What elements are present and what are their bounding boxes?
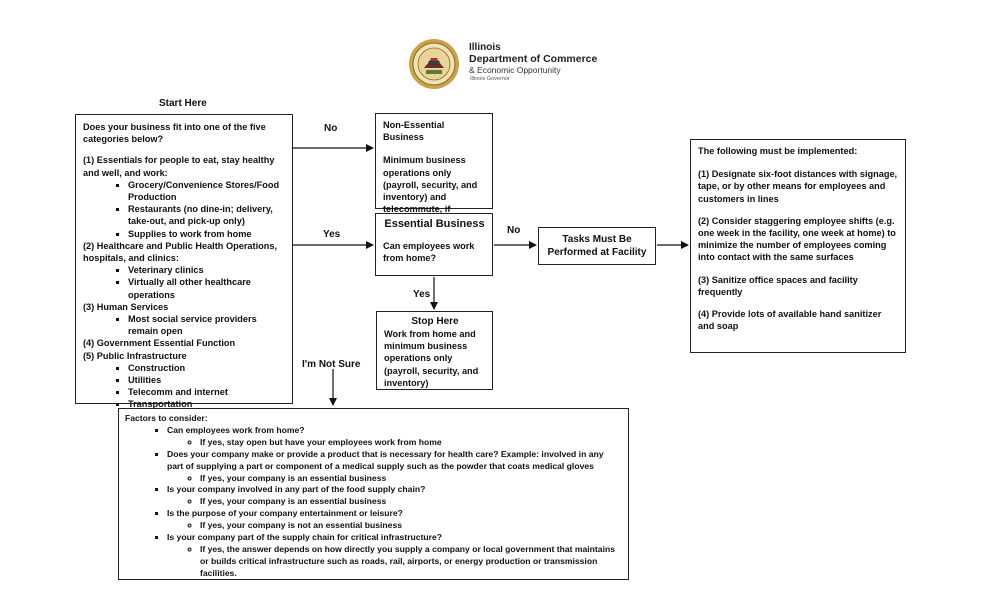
implemented-item-3: (3) Sanitize office spaces and facility … — [698, 274, 858, 297]
factor-question: Is your company part of the supply chain… — [167, 532, 622, 544]
factor-question: Does your company make or provide a prod… — [167, 449, 622, 473]
logo-line-3: & Economic Opportunity — [469, 65, 561, 75]
section-3-list: Most social service providers remain ope… — [83, 313, 286, 337]
factors-list: Is your company part of the supply chain… — [125, 532, 622, 544]
tasks-box: Tasks Must Be Performed at Facility — [538, 227, 656, 265]
section-2-list: Veterinary clinics Virtually all other h… — [83, 264, 286, 301]
categories-question: Does your business fit into one of the f… — [83, 122, 266, 145]
factor-answer: If yes, your company is not an essential… — [200, 520, 622, 532]
non-essential-title: Non-Essential Business — [383, 120, 445, 143]
edge-label-yes-mid: Yes — [323, 229, 341, 240]
list-item: Grocery/Convenience Stores/Food Producti… — [128, 179, 286, 203]
essential-box: Essential Business Can employees work fr… — [375, 213, 493, 276]
section-3-title: (3) Human Services — [83, 301, 169, 312]
factors-list: Does your company make or provide a prod… — [125, 449, 622, 473]
categories-box: Does your business fit into one of the f… — [75, 114, 293, 409]
factors-title: Factors to consider: — [125, 413, 208, 423]
illinois-logo: Illinois Department of Commerce & Econom… — [408, 38, 608, 90]
implemented-box: The following must be implemented: (1) D… — [690, 139, 906, 353]
list-item: Construction — [128, 362, 286, 374]
implemented-item-4: (4) Provide lots of available hand sanit… — [698, 309, 882, 332]
logo-line-2: Department of Commerce — [469, 53, 598, 65]
non-essential-box: Non-Essential Business Minimum business … — [375, 113, 493, 226]
list-item: Restaurants (no dine-in; delivery, take-… — [128, 203, 286, 227]
factor-answer: If yes, the answer depends on how direct… — [200, 544, 622, 580]
section-5-list: Construction Utilities Telecomm and inte… — [83, 362, 286, 411]
list-item: Most social service providers remain ope… — [128, 313, 286, 337]
factor-answer-list: If yes, your company is an essential bus… — [125, 473, 622, 485]
essential-body: Can employees work from home? — [383, 241, 475, 264]
implemented-item-2: (2) Consider staggering employee shifts … — [698, 215, 896, 263]
factors-list: Can employees work from home? — [125, 425, 622, 437]
list-item: Supplies to work from home — [128, 228, 286, 240]
factor-answer: If yes, your company is an essential bus… — [200, 496, 622, 508]
essential-title: Essential Business — [384, 218, 485, 230]
stop-here-box: Stop Here Work from home and minimum bus… — [376, 311, 493, 390]
logo-line-1: Illinois — [469, 42, 501, 53]
factors-list: Is the purpose of your company entertain… — [125, 508, 622, 520]
stop-here-body: Work from home and minimum business oper… — [384, 329, 479, 388]
factor-answer-list: If yes, stay open but have your employee… — [125, 437, 622, 449]
factors-list: Is your company involved in any part of … — [125, 484, 622, 496]
factor-answer-list: If yes, your company is an essential bus… — [125, 496, 622, 508]
factor-answer-list: If yes, the answer depends on how direct… — [125, 544, 622, 580]
factors-box: Factors to consider: Can employees work … — [118, 408, 629, 580]
section-1-title: (1) Essentials for people to eat, stay h… — [83, 155, 275, 178]
list-item: Virtually all other healthcare operation… — [128, 276, 286, 300]
factor-question: Is your company involved in any part of … — [167, 484, 622, 496]
section-1-list: Grocery/Convenience Stores/Food Producti… — [83, 179, 286, 240]
start-here-label: Start Here — [159, 98, 207, 109]
factor-answer: If yes, stay open but have your employee… — [200, 437, 622, 449]
implemented-item-1: (1) Designate six-foot distances with si… — [698, 169, 898, 204]
factor-question: Is the purpose of your company entertain… — [167, 508, 622, 520]
factor-answer: If yes, your company is an essential bus… — [200, 473, 622, 485]
edge-label-no-top: No — [324, 123, 338, 134]
illinois-seal-icon — [409, 39, 459, 89]
factor-question: Can employees work from home? — [167, 425, 622, 437]
logo-line-4: Illinois Governor — [470, 76, 510, 82]
list-item: Veterinary clinics — [128, 264, 286, 276]
list-item: Utilities — [128, 374, 286, 386]
edge-label-yes-down: Yes — [413, 289, 431, 300]
factor-answer-list: If yes, your company is not an essential… — [125, 520, 622, 532]
edge-label-not-sure: I'm Not Sure — [302, 359, 361, 370]
edge-label-no-right: No — [507, 225, 521, 236]
implemented-title: The following must be implemented: — [698, 146, 858, 156]
section-5-title: (5) Public Infrastructure — [83, 350, 187, 361]
section-4-title: (4) Government Essential Function — [83, 338, 236, 349]
list-item: Transportation — [128, 398, 286, 410]
section-2-title: (2) Healthcare and Public Health Operati… — [83, 240, 278, 264]
stop-here-title: Stop Here — [411, 316, 459, 327]
list-item: Telecomm and internet — [128, 386, 286, 398]
tasks-title: Tasks Must Be Performed at Facility — [547, 234, 647, 258]
